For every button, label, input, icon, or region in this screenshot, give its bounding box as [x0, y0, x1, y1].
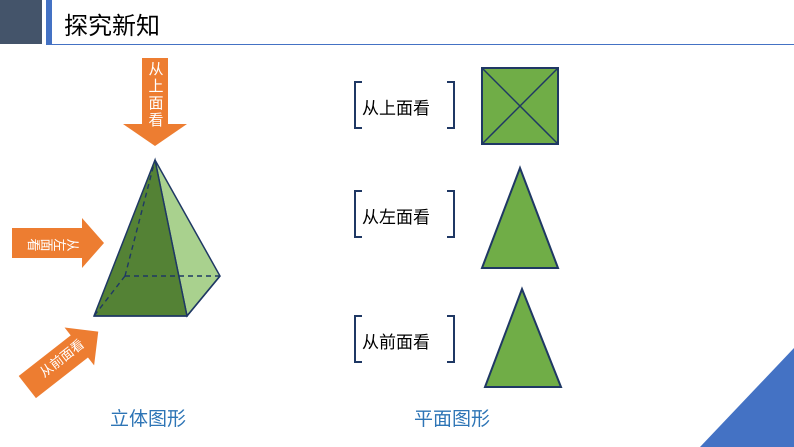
top-view-square — [481, 67, 559, 145]
arrow-top-label: 从上面看 — [146, 61, 165, 133]
view-label-top: 从上面看 — [362, 99, 430, 119]
page-title: 探究新知 — [64, 12, 160, 40]
arrow-from-top — [123, 58, 187, 146]
view-brackets — [354, 81, 455, 363]
solid-figure-caption: 立体图形 — [110, 408, 187, 430]
arrow-from-left — [12, 218, 104, 268]
title-divider — [46, 44, 794, 45]
plane-figure-caption: 平面图形 — [414, 408, 491, 430]
arrow-top-text: 从上面看 — [146, 61, 165, 129]
view-label-front: 从前面看 — [362, 333, 430, 353]
arrow-left-label: 从左面看 — [18, 230, 88, 256]
arrow-left-text: 从左面看 — [27, 235, 79, 251]
title-bar-dark-block — [0, 0, 42, 44]
pyramid — [92, 157, 221, 318]
arrow-from-front — [18, 327, 99, 399]
view-label-left: 从左面看 — [362, 208, 430, 228]
title-bar-accent — [46, 0, 52, 44]
left-view-triangle — [480, 165, 560, 269]
corner-triangle — [700, 348, 794, 447]
front-view-triangle — [483, 286, 563, 388]
